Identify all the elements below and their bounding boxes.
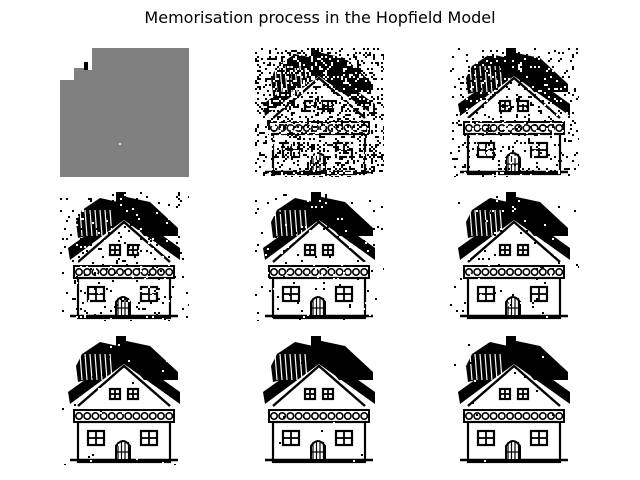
house-pattern	[263, 192, 375, 320]
panel-8	[255, 336, 384, 465]
noise-layer	[60, 336, 186, 465]
panel-image	[60, 336, 186, 465]
house-pattern	[263, 336, 375, 464]
house-pattern	[68, 336, 180, 464]
figure-title: Memorisation process in the Hopfield Mod…	[144, 8, 496, 27]
noise-layer	[454, 344, 554, 462]
panel-7	[60, 336, 189, 465]
noise-layer	[450, 192, 579, 321]
panel-9	[450, 336, 579, 465]
noise-layer	[60, 192, 189, 321]
grey-pattern	[60, 48, 189, 177]
noise-layer	[255, 48, 384, 177]
panel-image	[255, 192, 384, 321]
panel-image	[257, 336, 377, 464]
noise-layer	[450, 48, 579, 177]
panel-image	[450, 48, 579, 177]
noise-layer	[257, 344, 377, 462]
panel-image	[454, 336, 570, 464]
panel-2	[255, 48, 384, 177]
panel-image	[450, 192, 579, 321]
panel-6	[450, 192, 579, 321]
panel-image	[60, 192, 189, 321]
house-pattern	[458, 336, 570, 464]
noise-layer	[255, 192, 384, 321]
panel-image	[60, 48, 189, 177]
panel-5	[255, 192, 384, 321]
panel-3	[450, 48, 579, 177]
panel-image	[255, 48, 384, 177]
panel-4	[60, 192, 189, 321]
panel-1	[60, 48, 189, 177]
